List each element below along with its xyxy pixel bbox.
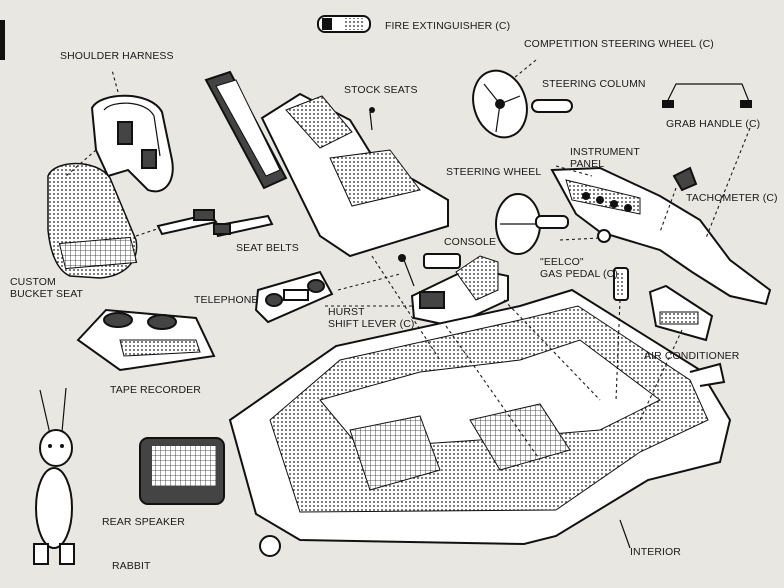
label-stock-seats: STOCK SEATS xyxy=(344,84,418,96)
console-part xyxy=(410,253,509,328)
label-instrument-panel-line1: INSTRUMENT xyxy=(570,146,640,158)
label-hurst-shift-lever: HURST SHIFT LEVER (C) xyxy=(328,306,414,330)
page-edge-mark xyxy=(0,20,5,60)
label-console: CONSOLE xyxy=(444,236,497,248)
label-custom-bucket-seat-line2: BUCKET SEAT xyxy=(10,288,84,300)
stock-seats-part xyxy=(204,70,449,258)
fire-extinguisher-part xyxy=(317,15,371,33)
label-seat-belts: SEAT BELTS xyxy=(236,242,299,254)
label-shoulder-harness: SHOULDER HARNESS xyxy=(60,50,174,62)
label-air-conditioner: AIR CONDITIONER xyxy=(644,350,740,362)
leader-lines xyxy=(65,59,751,461)
competition-steering-wheel-part xyxy=(472,69,528,139)
grab-handle-part xyxy=(662,83,752,108)
label-telephone: TELEPHONE xyxy=(194,294,259,306)
label-hurst-line2: SHIFT LEVER (C) xyxy=(328,318,415,330)
rabbit-figure xyxy=(33,387,75,565)
label-rabbit: RABBIT xyxy=(112,560,151,572)
hurst-shift-lever-part xyxy=(398,254,415,287)
interior-tub-part xyxy=(228,288,732,557)
label-eelco-gas-pedal: "EELCO" GAS PEDAL (C) xyxy=(540,256,618,280)
label-tachometer: TACHOMETER (C) xyxy=(686,192,778,204)
label-instrument-panel-line2: PANEL xyxy=(570,158,605,170)
label-hurst-line1: HURST xyxy=(328,306,365,318)
label-rear-speaker: REAR SPEAKER xyxy=(102,516,185,528)
label-steering-column: STEERING COLUMN xyxy=(542,78,646,90)
rear-speaker-part xyxy=(139,437,225,505)
tape-recorder-part xyxy=(76,308,216,372)
seat-belts-part xyxy=(156,209,274,238)
instrument-panel-part xyxy=(550,166,772,306)
air-conditioner-part xyxy=(648,284,714,342)
label-eelco-line2: GAS PEDAL (C) xyxy=(540,268,618,280)
label-custom-bucket-seat: CUSTOM BUCKET SEAT xyxy=(10,276,83,300)
label-eelco-line1: "EELCO" xyxy=(540,256,584,268)
label-steering-wheel: STEERING WHEEL xyxy=(446,166,542,178)
label-competition-steering-wheel: COMPETITION STEERING WHEEL (C) xyxy=(524,38,714,50)
label-custom-bucket-seat-line1: CUSTOM xyxy=(10,276,56,288)
steering-wheel-part xyxy=(495,193,569,255)
shoulder-harness-part xyxy=(90,94,174,193)
label-tape-recorder: TAPE RECORDER xyxy=(110,384,201,396)
telephone-part xyxy=(254,270,334,324)
label-instrument-panel: INSTRUMENT PANEL xyxy=(570,146,640,170)
interior-pointer xyxy=(619,519,631,549)
custom-bucket-seat-part xyxy=(47,162,138,279)
label-fire-extinguisher: FIRE EXTINGUISHER (C) xyxy=(385,20,511,32)
label-grab-handle: GRAB HANDLE (C) xyxy=(666,118,761,130)
tachometer-part xyxy=(672,166,698,192)
steering-column-part xyxy=(531,99,573,113)
eelco-gas-pedal-part xyxy=(613,267,629,301)
label-interior: INTERIOR xyxy=(630,546,681,558)
